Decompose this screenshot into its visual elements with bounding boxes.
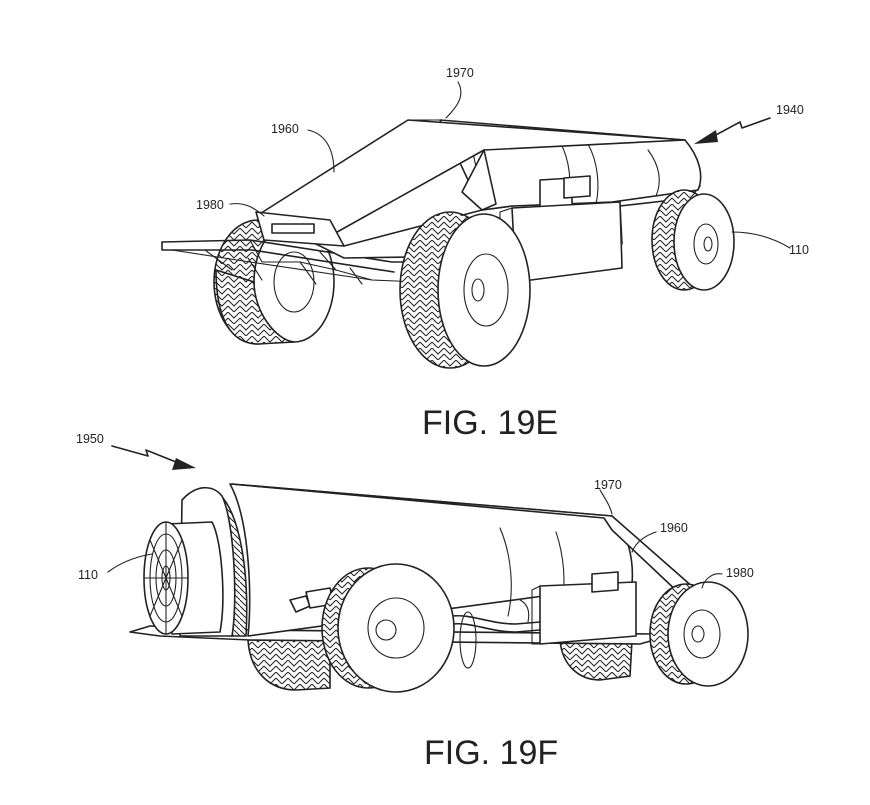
leaders-19e bbox=[229, 81, 791, 249]
figure-caption: FIG. 19E bbox=[422, 404, 558, 442]
far-wheels bbox=[247, 639, 633, 691]
ref-1970: 1970 bbox=[594, 478, 622, 492]
leaders-19f bbox=[107, 489, 723, 589]
front-right-wheel bbox=[649, 581, 749, 687]
figure-19e: 1970 1960 1980 1940 110 FIG. 19E bbox=[161, 66, 809, 442]
zigzag-arrow-icon bbox=[111, 445, 196, 470]
figure-19f: 1950 1970 1960 1980 110 FIG. 19F bbox=[76, 432, 754, 772]
ref-1980: 1980 bbox=[196, 198, 224, 212]
front-left-wheel bbox=[215, 268, 295, 345]
zigzag-arrow-icon bbox=[694, 117, 771, 144]
ref-1940: 1940 bbox=[776, 103, 804, 117]
rear-right-wheel bbox=[651, 189, 735, 291]
control-box bbox=[531, 571, 637, 645]
front-nose bbox=[255, 211, 345, 247]
ref-1980: 1980 bbox=[726, 566, 754, 580]
ref-1960: 1960 bbox=[271, 122, 299, 136]
ref-1950: 1950 bbox=[76, 432, 104, 446]
rear-near-wheel bbox=[321, 563, 455, 693]
front-right-wheel bbox=[399, 211, 531, 369]
ref-110: 110 bbox=[789, 243, 809, 257]
ref-1970: 1970 bbox=[446, 66, 474, 80]
front-rack bbox=[161, 239, 511, 285]
figure-caption: FIG. 19F bbox=[424, 734, 558, 772]
ref-110: 110 bbox=[78, 568, 98, 582]
front-near-wheel bbox=[459, 611, 477, 669]
fan bbox=[143, 521, 224, 635]
ref-1960: 1960 bbox=[660, 521, 688, 535]
